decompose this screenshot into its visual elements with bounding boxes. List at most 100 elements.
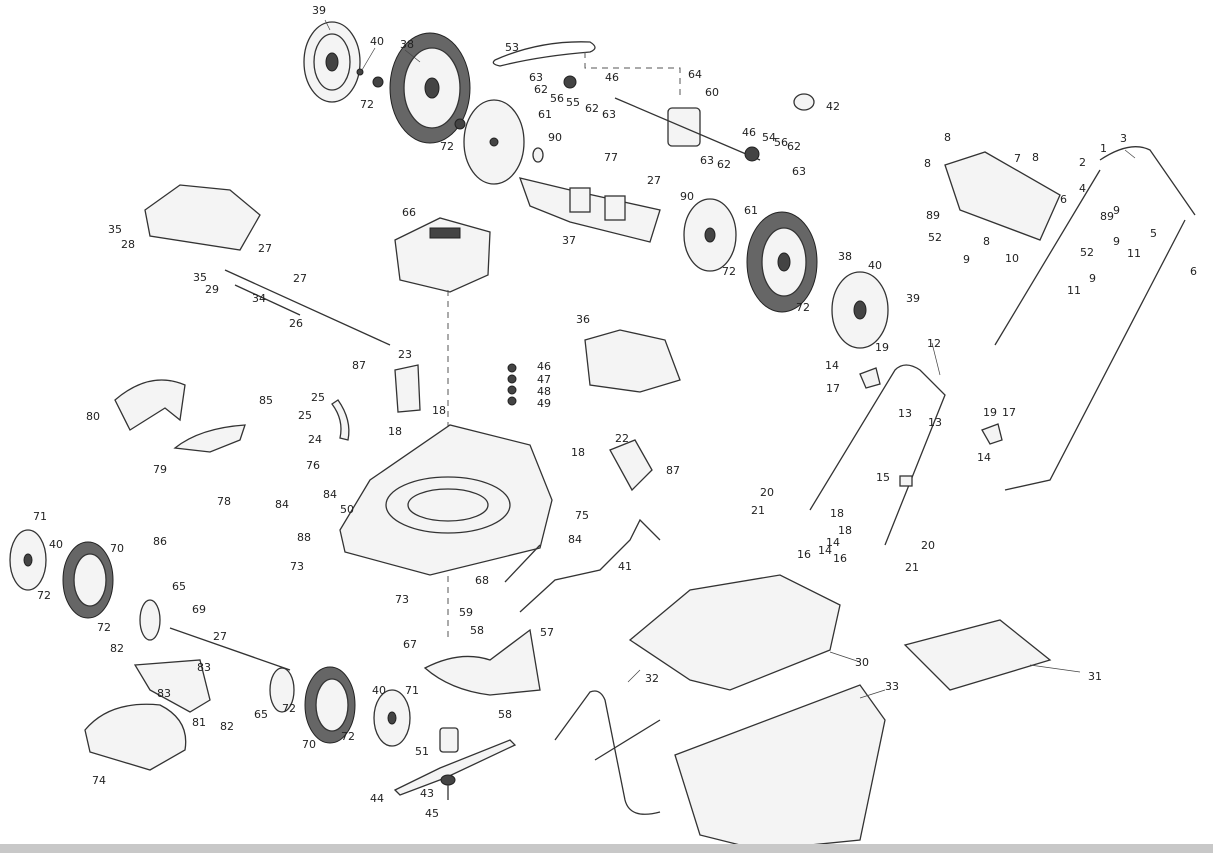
label-66: 66	[402, 206, 416, 219]
height-adjust-rod	[224, 269, 391, 346]
label-9-a: 9	[1113, 204, 1120, 217]
label-44: 44	[370, 792, 384, 805]
label-49: 49	[537, 397, 551, 410]
label-59: 59	[459, 606, 473, 619]
bracket-22	[609, 439, 653, 492]
label-8-c: 8	[1032, 151, 1039, 164]
label-9-d: 9	[1089, 272, 1096, 285]
label-62-d: 62	[717, 158, 731, 171]
label-62-b: 62	[585, 102, 599, 115]
label-56-a: 56	[550, 92, 564, 105]
label-50: 50	[340, 503, 354, 516]
label-73-b: 73	[395, 593, 409, 606]
label-20-b: 20	[921, 539, 935, 552]
label-90-a: 90	[548, 131, 562, 144]
label-25-a: 25	[311, 391, 325, 404]
label-27-c: 27	[293, 272, 307, 285]
label-72-mid: 72	[440, 140, 454, 153]
label-30: 30	[855, 656, 869, 669]
label-82-a: 82	[110, 642, 124, 655]
label-4: 4	[1079, 182, 1086, 195]
label-84-c: 84	[568, 533, 582, 546]
label-14-a: 14	[825, 359, 839, 372]
bracket-23	[394, 364, 421, 413]
label-40-left: 40	[49, 538, 63, 551]
label-26: 26	[289, 317, 303, 330]
label-18-a: 18	[432, 404, 446, 417]
label-9-b: 9	[1113, 235, 1120, 248]
rear-hubcap-right-inner	[683, 198, 737, 272]
rear-hubcap-right	[831, 271, 889, 349]
label-65-b: 65	[254, 708, 268, 721]
label-17-b: 17	[1002, 406, 1016, 419]
label-8-d: 8	[983, 235, 990, 248]
label-71-front: 71	[405, 684, 419, 697]
label-27-d: 27	[213, 630, 227, 643]
label-60: 60	[705, 86, 719, 99]
label-82-b: 82	[220, 720, 234, 733]
label-8-b: 8	[924, 157, 931, 170]
label-19-a: 19	[875, 341, 889, 354]
label-63-d: 63	[792, 165, 806, 178]
front-hubcap-left	[9, 529, 47, 591]
label-22: 22	[615, 432, 629, 445]
label-84-a: 84	[323, 488, 337, 501]
label-14-d: 14	[826, 536, 840, 549]
label-13-a: 13	[898, 407, 912, 420]
label-28: 28	[121, 238, 135, 251]
grass-bag-top	[628, 574, 841, 691]
label-38-top: 38	[400, 38, 414, 51]
label-13-b: 13	[928, 416, 942, 429]
label-46-c: 46	[537, 360, 551, 373]
front-bracket	[133, 659, 211, 713]
label-68: 68	[475, 574, 489, 587]
handle-lever-right	[1004, 219, 1186, 491]
label-67: 67	[403, 638, 417, 651]
label-42: 42	[826, 100, 840, 113]
blade-adapter	[439, 727, 459, 753]
drive-bail	[519, 518, 661, 613]
label-46-a: 46	[605, 71, 619, 84]
label-38-right: 38	[838, 250, 852, 263]
label-54: 54	[762, 131, 776, 144]
label-36: 36	[576, 313, 590, 326]
label-53: 53	[505, 41, 519, 54]
label-7: 7	[1014, 152, 1021, 165]
label-9-c: 9	[963, 253, 970, 266]
label-72-left-a: 72	[37, 589, 51, 602]
upper-handle-top	[1099, 146, 1196, 216]
label-69: 69	[192, 603, 206, 616]
gearbox-assembly	[563, 75, 761, 162]
label-84-b: 84	[275, 498, 289, 511]
clamp-19-left	[859, 367, 881, 389]
deflector	[584, 329, 681, 393]
label-58-b: 58	[498, 708, 512, 721]
label-52-b: 52	[1080, 246, 1094, 259]
label-83-a: 83	[197, 661, 211, 674]
front-wheel-left	[62, 541, 114, 619]
label-77: 77	[604, 151, 618, 164]
label-27-a: 27	[647, 174, 661, 187]
drive-gear-plate	[463, 99, 525, 185]
label-74: 74	[92, 774, 106, 787]
label-31: 31	[1088, 670, 1102, 683]
label-47: 47	[537, 373, 551, 386]
label-41: 41	[618, 560, 632, 573]
fastener-stack	[507, 363, 517, 406]
label-35-a: 35	[108, 223, 122, 236]
front-plate-65-b	[269, 667, 295, 713]
label-72-right-a: 72	[722, 265, 736, 278]
label-89-a: 89	[926, 209, 940, 222]
label-10: 10	[1005, 252, 1019, 265]
part-number-labels: 39 40 38 72 72 53 63 62 56 55 46 62 63 6…	[33, 4, 1197, 820]
label-3: 3	[1120, 132, 1127, 145]
height-lever-24	[331, 399, 350, 441]
label-72-right-b: 72	[796, 301, 810, 314]
label-5: 5	[1150, 227, 1157, 240]
label-78: 78	[217, 495, 231, 508]
mower-deck	[339, 424, 553, 576]
leader-lines	[324, 19, 1136, 699]
control-box	[944, 151, 1061, 241]
label-88: 88	[297, 531, 311, 544]
